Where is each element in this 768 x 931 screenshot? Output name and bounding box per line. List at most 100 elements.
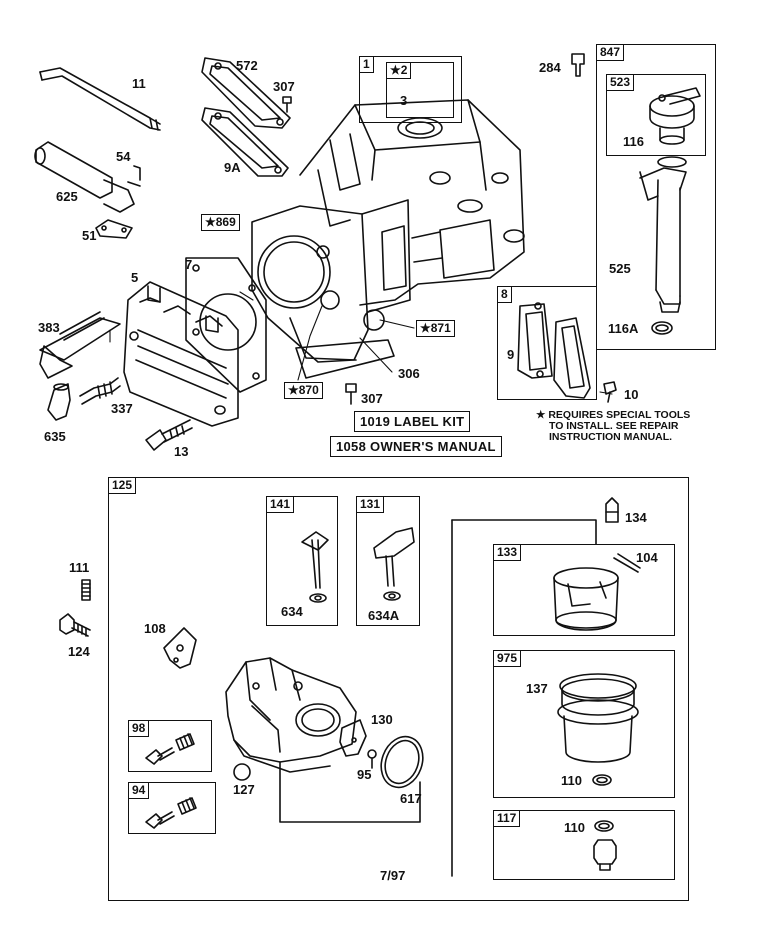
assembly-box-847: [596, 44, 716, 350]
label-634: 634: [281, 604, 303, 619]
label-13: 13: [174, 444, 189, 459]
tag-98: 98: [128, 720, 150, 737]
pin-104-drawing: [613, 553, 641, 573]
tag-1: 1: [359, 56, 374, 73]
elbow-fitting-drawing: [47, 383, 71, 421]
float-needle-141-drawing: [301, 531, 329, 603]
label-124: 124: [68, 644, 90, 659]
base-plate-306-drawing: [295, 339, 395, 379]
tag-141: 141: [266, 496, 295, 513]
o-ring-116a-drawing: [651, 321, 673, 335]
label-337: 337: [111, 401, 133, 416]
label-51: 51: [82, 228, 97, 243]
label-130: 130: [371, 712, 393, 727]
tag-871: ★871: [416, 320, 455, 337]
bowl-nut-117-drawing: [593, 820, 617, 871]
tag-975: 975: [493, 650, 522, 667]
gasket-51-drawing: [95, 219, 133, 239]
o-ring-127-drawing: [233, 763, 251, 781]
tag-847: 847: [596, 44, 625, 61]
assembly-box-141: [266, 496, 338, 626]
cylinder-head-drawing: [123, 281, 239, 427]
tag-94: 94: [128, 782, 150, 799]
float-bowl-133-drawing: [553, 567, 619, 631]
plug-284-drawing: [571, 53, 585, 77]
breather-gasket-drawing: [201, 57, 291, 177]
idle-screw-98-drawing: [145, 733, 195, 765]
assembly-box-94: [128, 782, 216, 834]
label-111: 111: [69, 560, 90, 575]
label-54: 54: [116, 149, 131, 164]
label-9a: 9A: [224, 160, 241, 175]
leader-line: [451, 519, 597, 545]
label-3: 3: [400, 93, 408, 108]
label-383: 383: [38, 320, 60, 335]
assembly-box-975: [493, 650, 675, 798]
diaphragm-130-drawing: [339, 719, 367, 757]
cover-9-drawing: [517, 302, 591, 399]
label-634a: 634A: [368, 608, 400, 623]
breather-tube-drawing: [34, 141, 141, 213]
special-tools-note-line-3: INSTRUCTION MANUAL.: [549, 431, 673, 443]
label-108: 108: [144, 621, 166, 636]
screw-95-drawing: [367, 749, 377, 769]
spring-111-drawing: [81, 579, 91, 601]
label-307-top: 307: [273, 79, 295, 94]
fuel-bowl-137-drawing: [557, 673, 639, 763]
special-tools-note-line-2: TO INSTALL. SEE REPAIR: [549, 420, 679, 432]
label-116: 116: [623, 134, 644, 149]
label-635: 635: [44, 429, 66, 444]
tag-8: 8: [497, 286, 512, 303]
label-95: 95: [357, 767, 372, 782]
fill-tube-drawing: [639, 156, 687, 313]
cylinder-block-drawing: [251, 99, 525, 363]
tag-131: 131: [356, 496, 385, 513]
tag-523: 523: [606, 74, 635, 91]
dipstick-tube-drawing: [39, 67, 161, 131]
tag-125: 125: [108, 477, 137, 494]
label-127: 127: [233, 782, 255, 797]
assembly-box-98: [128, 720, 212, 772]
label-10: 10: [624, 387, 639, 402]
label-625: 625: [56, 189, 78, 204]
mixture-screw-94-drawing: [145, 797, 197, 829]
carburetor-body-drawing: [225, 657, 421, 823]
leader-lines: [109, 291, 613, 395]
head-bolt-drawing: [145, 419, 193, 451]
label-525: 525: [609, 261, 631, 276]
assembly-box-8: [497, 286, 597, 400]
label-572: 572: [236, 58, 258, 73]
label-110-nut: 110: [564, 820, 585, 835]
deflector-383-drawing: [39, 311, 121, 379]
spark-plug-drawing: [79, 377, 121, 405]
tag-869: ★869: [201, 214, 240, 231]
o-ring-617-drawing: [380, 735, 424, 789]
date-code: 7/97: [380, 868, 406, 883]
label-284: 284: [539, 60, 561, 75]
tag-133: 133: [493, 544, 522, 561]
tag-117: 117: [493, 810, 521, 827]
washer-110-drawing: [592, 774, 612, 786]
label-11: 11: [132, 76, 146, 91]
assembly-box-117: [493, 810, 675, 880]
tag-870: ★870: [284, 382, 323, 399]
label-617: 617: [400, 791, 422, 806]
valve-134-drawing: [605, 497, 619, 523]
owners-manual-box: 1058 OWNER'S MANUAL: [330, 436, 502, 457]
assembly-box-133: [493, 544, 675, 636]
float-131-drawing: [373, 527, 415, 601]
assembly-box-1: [359, 56, 462, 123]
label-307-bottom: 307: [361, 391, 383, 406]
label-9: 9: [507, 347, 515, 362]
assembly-box-125: [108, 477, 689, 901]
throttle-plate-108-drawing: [163, 627, 197, 669]
screw-307-lower-drawing: [345, 383, 357, 405]
label-5: 5: [131, 270, 139, 285]
assembly-box-2: [386, 62, 454, 118]
label-110-bowl: 110: [561, 773, 582, 788]
screw-124-drawing: [59, 613, 91, 637]
label-306: 306: [398, 366, 420, 381]
special-tools-note-line-1: ★ REQUIRES SPECIAL TOOLS: [536, 409, 691, 421]
screw-10-drawing: [603, 381, 617, 403]
